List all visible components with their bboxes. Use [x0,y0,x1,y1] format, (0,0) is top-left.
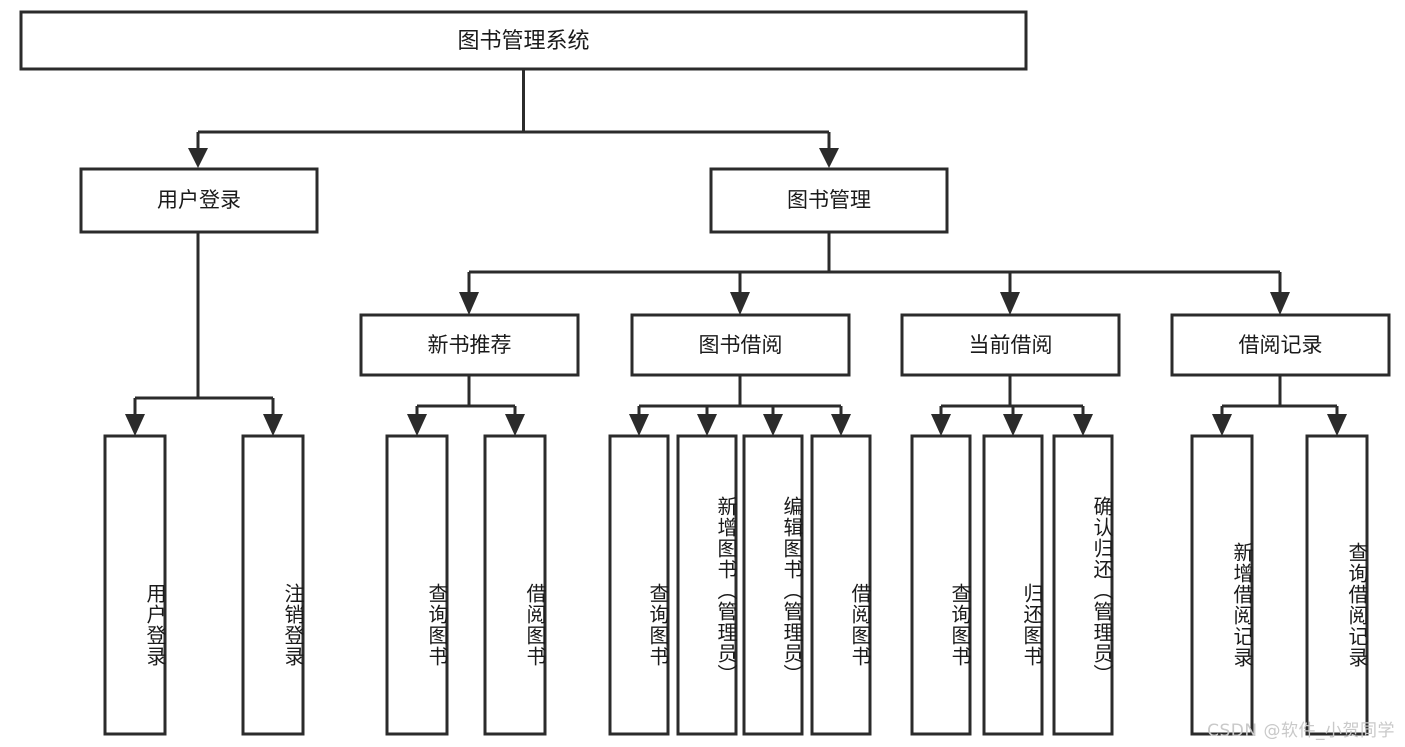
leaf-box-borrow-book-rec[interactable] [483,434,547,736]
node-book-manage[interactable]: 图书管理 [709,167,949,234]
node-borrow-record-label: 借阅记录 [1239,333,1323,357]
connector-userlogin-to-leaves [125,232,283,436]
leaf-box-edit-book[interactable] [742,434,804,736]
connector-bookborrow-to-leaves [629,375,851,436]
node-current-borrow[interactable]: 当前借阅 [900,313,1121,377]
node-borrow-record[interactable]: 借阅记录 [1170,313,1391,377]
node-new-book-recommend[interactable]: 新书推荐 [359,313,580,377]
node-current-borrow-label: 当前借阅 [969,333,1053,357]
connector-root-to-level1 [188,69,839,168]
leaf-box-user-login[interactable] [103,434,167,736]
node-new-book-recommend-label: 新书推荐 [428,333,512,357]
leaf-box-query-book-borrow[interactable] [608,434,670,736]
node-book-borrow[interactable]: 图书借阅 [630,313,851,377]
csdn-watermark: CSDN @软件_小贺同学 [1207,721,1395,741]
connector-borrowrecord-to-leaves [1212,375,1347,436]
node-user-login[interactable]: 用户登录 [79,167,319,234]
connector-bookmanage-to-level2 [459,232,1290,315]
node-user-login-label: 用户登录 [157,188,241,212]
leaf-box-query-record[interactable] [1305,434,1369,736]
connector-currentborrow-to-leaves [931,375,1093,436]
leaf-box-add-record[interactable] [1190,434,1254,736]
node-root[interactable]: 图书管理系统 [19,10,1028,71]
leaf-box-borrow-book[interactable] [810,434,872,736]
connector-newbook-to-leaves [407,375,525,436]
leaf-box-confirm-return[interactable] [1052,434,1114,736]
node-book-manage-label: 图书管理 [787,188,871,212]
leaf-box-return-book[interactable] [982,434,1044,736]
leaf-boxes [103,434,1369,736]
leaf-box-query-book-rec[interactable] [385,434,449,736]
leaf-box-logout[interactable] [241,434,305,736]
leaf-box-add-book[interactable] [676,434,738,736]
leaf-box-query-book-cur[interactable] [910,434,972,736]
node-root-label: 图书管理系统 [457,29,589,54]
node-book-borrow-label: 图书借阅 [699,333,783,357]
